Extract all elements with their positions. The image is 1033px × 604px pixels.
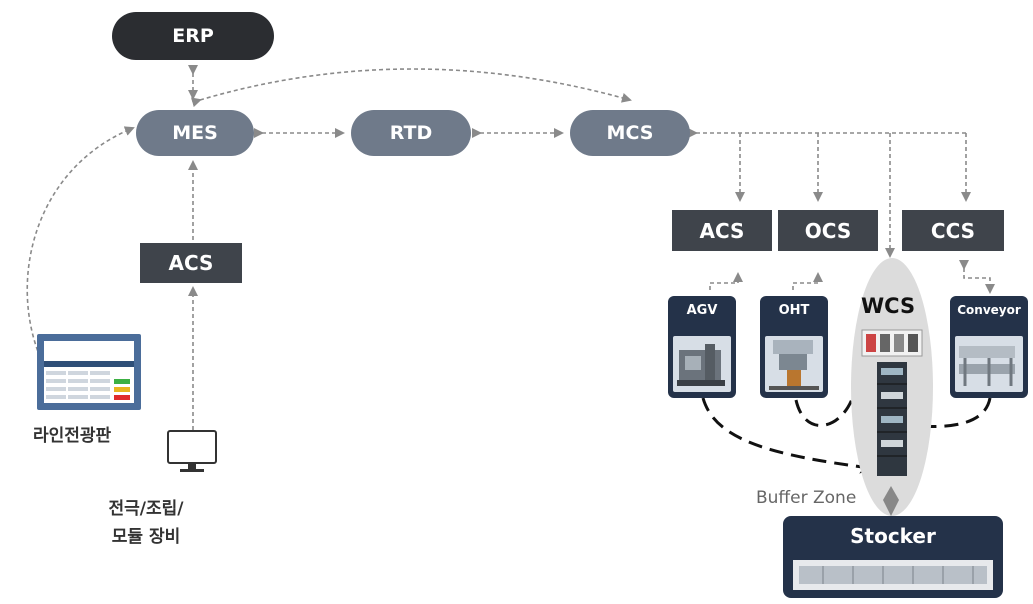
line-board-icon — [37, 334, 141, 410]
mcs-label: MCS — [606, 122, 654, 144]
ccs-conveyor-link — [959, 260, 995, 294]
mes-node: MES — [136, 110, 254, 156]
equipment-label-line1: 전극/조립/ — [108, 499, 184, 519]
mes-label: MES — [172, 122, 218, 144]
stocker-image — [793, 560, 993, 590]
stocker-label: Stocker — [850, 524, 936, 548]
acs-right-label: ACS — [699, 218, 745, 243]
erp-label: ERP — [172, 25, 214, 47]
acs-left-node: ACS — [140, 243, 242, 283]
acs-left-label: ACS — [168, 251, 214, 275]
board-mes-link — [26, 126, 135, 371]
ocs-oht-link — [792, 272, 823, 290]
conveyor-image — [955, 336, 1023, 392]
conveyor-label: Conveyor — [957, 303, 1021, 317]
stocker-card: Stocker — [783, 516, 1003, 598]
ccs-label: CCS — [930, 218, 976, 243]
agv-label: AGV — [686, 303, 718, 318]
agv-rack-arrow — [701, 397, 874, 474]
buffer-diamond-icon — [883, 486, 899, 516]
acs-right-node: ACS — [672, 210, 772, 251]
agv-image — [673, 336, 731, 392]
acs-agv-link — [709, 272, 743, 290]
line-board-label: 라인전광판 — [33, 426, 112, 446]
rtd-node: RTD — [351, 110, 471, 156]
mes-mcs-arc — [190, 68, 632, 108]
monitor-icon — [167, 430, 217, 472]
ocs-label: OCS — [804, 218, 852, 243]
agv-card: AGV — [668, 296, 736, 398]
oht-label: OHT — [778, 303, 810, 318]
wcs-rack-icon — [861, 329, 923, 476]
oht-card: OHT — [760, 296, 828, 398]
wcs-label: WCS — [861, 294, 916, 318]
erp-node: ERP — [112, 12, 274, 60]
ccs-node: CCS — [902, 210, 1004, 251]
rtd-label: RTD — [389, 122, 433, 144]
buffer-zone-label: Buffer Zone — [756, 488, 857, 508]
conveyor-card: Conveyor — [950, 296, 1028, 398]
ocs-node: OCS — [778, 210, 878, 251]
mcs-node: MCS — [570, 110, 690, 156]
equipment-label-line2: 모듈 장비 — [111, 527, 181, 547]
oht-image — [765, 336, 823, 392]
